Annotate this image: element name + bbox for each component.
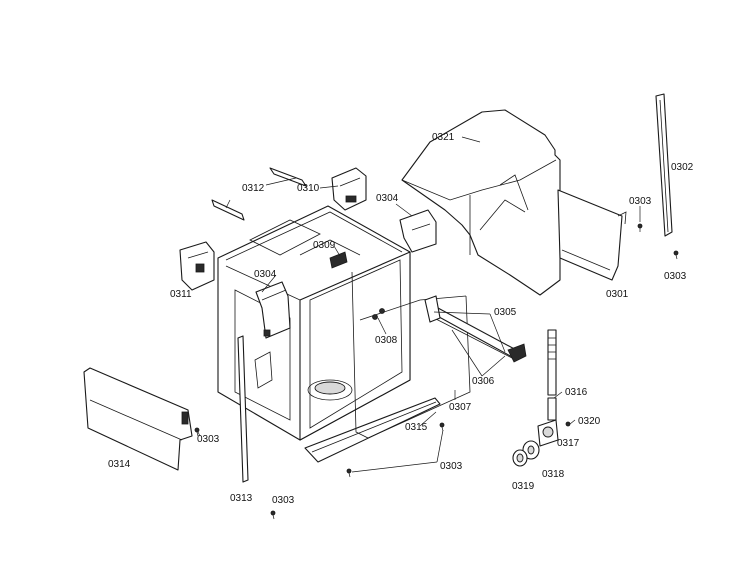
part-0313-strip: [237, 335, 249, 483]
callout-0303-left: 0303: [197, 434, 220, 445]
callout-0309: 0309: [313, 240, 336, 251]
leader-lines: [197, 136, 641, 473]
callout-0301: 0301: [606, 289, 629, 300]
screw-icon: [194, 427, 200, 437]
part-0310-bracket: [331, 167, 367, 211]
part-0309-clip: [329, 251, 348, 269]
callout-0315: 0315: [405, 422, 428, 433]
callout-0310: 0310: [297, 183, 320, 194]
part-0308-fasteners: [372, 308, 385, 320]
callout-0319: 0319: [512, 481, 535, 492]
callout-0312: 0312: [242, 183, 265, 194]
callout-0303-top: 0303: [629, 196, 652, 207]
part-0319-nut: [512, 449, 528, 467]
screw-icon: [637, 223, 643, 232]
callout-0313: 0313: [230, 493, 253, 504]
callout-0307: 0307: [449, 402, 472, 413]
callout-0311: 0311: [170, 289, 192, 300]
callout-0316: 0316: [565, 387, 588, 398]
part-0301-side-panel: [557, 189, 627, 281]
callout-0318: 0318: [542, 469, 565, 480]
part-0321-insulation-cover: [401, 109, 561, 296]
callout-0303-right: 0303: [664, 271, 687, 282]
part-0304-bracket-right: [399, 209, 437, 253]
part-0311-bracket: [179, 241, 215, 291]
callout-0303-center: 0303: [440, 461, 463, 472]
callout-0320: 0320: [578, 416, 601, 427]
callout-0305: 0305: [494, 307, 517, 318]
screw-icon: [346, 468, 352, 478]
part-tub: [217, 205, 411, 441]
callout-0308: 0308: [375, 335, 398, 346]
part-0315-bottom-rail: [304, 397, 441, 463]
screw-icon: [673, 250, 679, 260]
part-0318-washer: [522, 440, 540, 460]
part-0320-screw: [565, 421, 571, 427]
callout-0306: 0306: [472, 376, 495, 387]
callout-0317: 0317: [557, 438, 580, 449]
callout-0304-left: 0304: [254, 269, 277, 280]
part-0317-valve: [537, 419, 559, 447]
part-0305-spray-arm: [424, 295, 527, 363]
callout-0304-right: 0304: [376, 193, 399, 204]
screw-icon: [270, 510, 276, 520]
part-0312-hinges: [211, 167, 307, 221]
part-0302-trim-strip: [655, 93, 673, 237]
callout-0302: 0302: [671, 162, 694, 173]
part-0304-bracket-left: [255, 281, 291, 339]
screw-icon: [439, 422, 445, 432]
callout-0303-bottom: 0303: [272, 495, 295, 506]
part-0314-panel: [83, 367, 193, 471]
callout-labels: 0321 0302 0303 0303 0301 0304 0312 0310 …: [108, 132, 694, 506]
callout-0321: 0321: [432, 132, 455, 143]
part-0307-seal: [351, 271, 471, 439]
callout-0314: 0314: [108, 459, 131, 470]
part-0316-pipe: [547, 329, 557, 421]
screws-0303: [194, 223, 679, 520]
